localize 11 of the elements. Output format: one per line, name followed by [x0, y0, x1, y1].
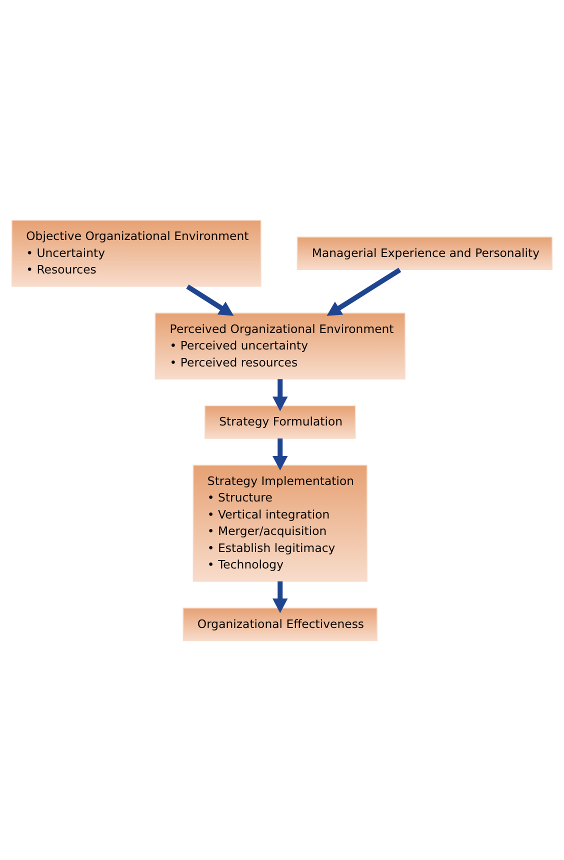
arrow [272, 438, 288, 470]
node-box: Strategy Formulation [204, 404, 356, 438]
node-box: Objective Organizational Environment • Uncertainty • Resources [11, 219, 262, 286]
arrow [326, 267, 402, 316]
node-box: Managerial Experience and Personality [296, 236, 553, 270]
arrow [272, 580, 288, 613]
arrow [272, 378, 288, 411]
node-box: Perceived Organizational Environment • Perceived uncertainty • Perceived resources [154, 312, 406, 380]
arrow [186, 284, 234, 316]
node-box: Strategy Implementation • Structure • Vertical integration • Merger/acquisition • Establish legitimacy • Technology [192, 464, 368, 582]
node-box: Organizational Effectiveness [182, 607, 378, 641]
